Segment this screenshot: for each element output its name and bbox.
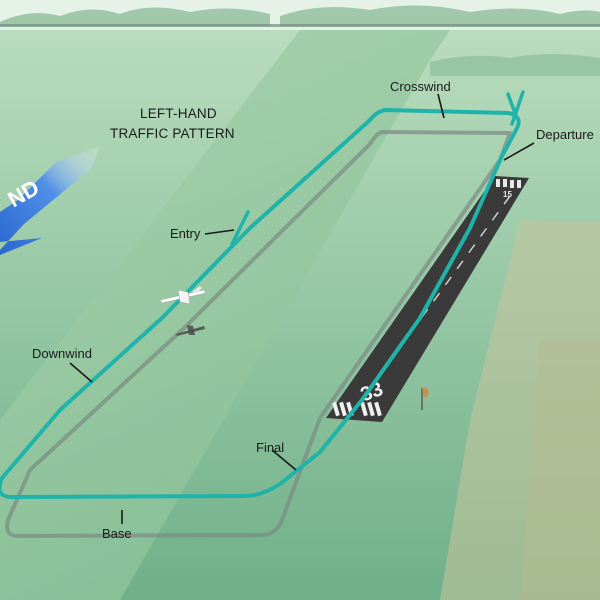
runway-far-number: 15 — [503, 190, 512, 199]
tree-line — [0, 7, 270, 27]
leg-label-base: Base — [102, 526, 132, 541]
departure-extension — [506, 90, 525, 126]
leg-label-final: Final — [256, 440, 284, 455]
pattern-flight-path — [0, 108, 521, 499]
farmland — [440, 220, 600, 600]
tree-cluster — [430, 54, 600, 76]
airplane-shadow — [176, 325, 205, 336]
runway: 15 33 — [326, 176, 529, 422]
title-line-2: TRAFFIC PATTERN — [110, 126, 235, 141]
windsock-icon — [421, 387, 429, 410]
airplane-icon — [159, 286, 207, 305]
runway-centerline — [355, 195, 511, 409]
title-block: LEFT-HAND TRAFFIC PATTERN — [110, 106, 235, 141]
terrain-strip — [0, 30, 450, 600]
leg-label-entry: Entry — [170, 226, 201, 241]
tree-line — [280, 5, 600, 26]
horizon-road — [0, 24, 600, 27]
leg-label-crosswind: Crosswind — [390, 79, 451, 94]
runway-near-threshold — [332, 401, 382, 417]
leader-lines — [69, 93, 535, 524]
farmland — [520, 340, 600, 600]
title-line-1: LEFT-HAND — [140, 106, 217, 121]
leg-label-departure: Departure — [536, 127, 594, 142]
pattern-shadow-path — [5, 130, 512, 538]
entry-leg — [230, 210, 250, 246]
runway-surface — [326, 176, 529, 422]
runway-far-threshold — [496, 179, 521, 188]
leg-label-downwind: Downwind — [32, 346, 92, 361]
